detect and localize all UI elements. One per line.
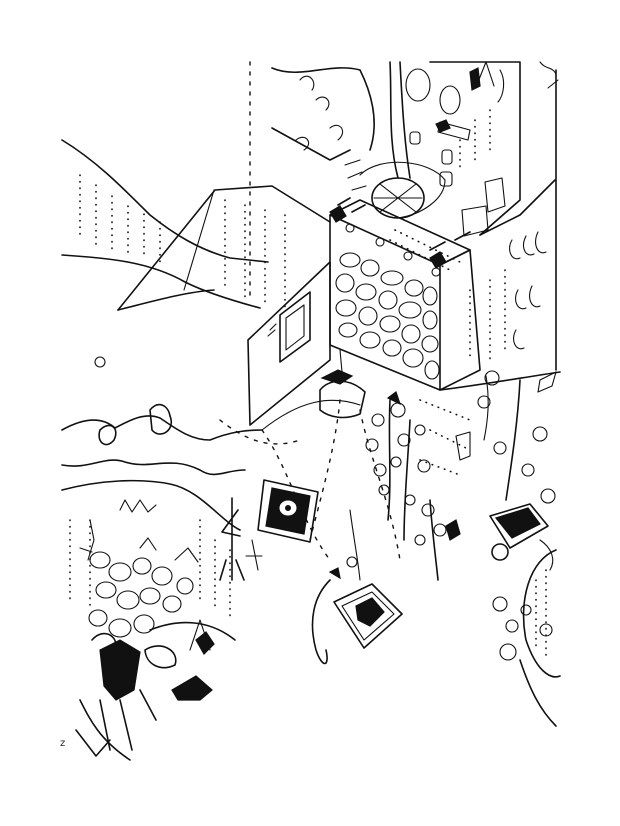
right-ornaments: [455, 370, 556, 571]
page-mark: z: [60, 738, 66, 749]
left-hills: [61, 356, 263, 621]
hanging-lamp: [319, 349, 366, 419]
right-facade: [439, 61, 561, 393]
foliage-cluster: [79, 519, 236, 669]
dark-figures: [75, 619, 215, 761]
stone-tower: [329, 197, 481, 391]
center-table: [311, 509, 403, 665]
framed-sign: [219, 479, 319, 581]
upper-building: [271, 61, 521, 237]
round-bush: [492, 549, 561, 727]
tower-lantern: [344, 61, 446, 219]
annex-roof: [61, 139, 331, 313]
annex-wall: [247, 261, 331, 426]
flower-stems: [365, 391, 461, 581]
